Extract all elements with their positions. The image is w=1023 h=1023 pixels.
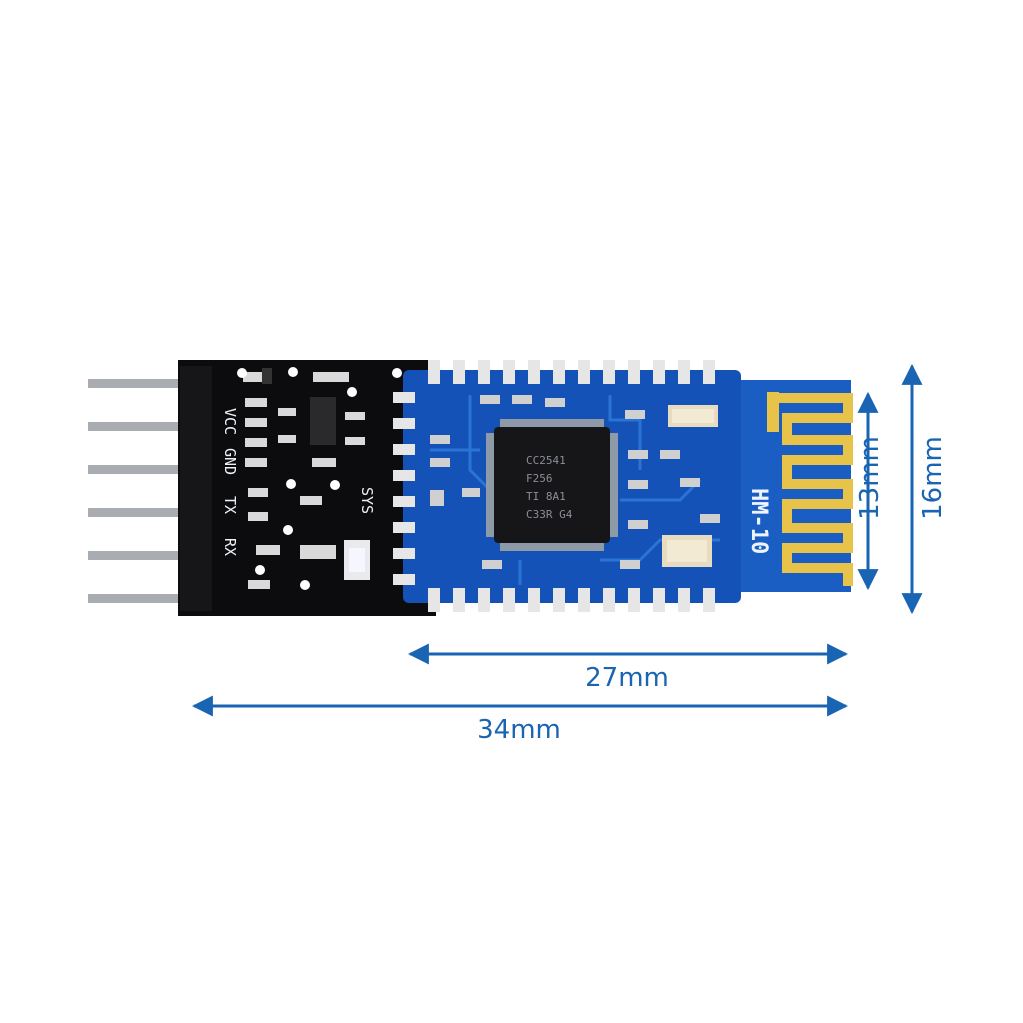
header-pin [88, 379, 196, 388]
chip-marking: CC2541 F256 TI 8A1 C33R G4 [526, 454, 573, 521]
castellated-pads [393, 360, 715, 612]
pin-label-vcc: VCC [221, 408, 239, 435]
width-outer-label: 34mm [477, 715, 561, 745]
header-pin [88, 508, 196, 517]
height-inner-label: 13mm [855, 436, 885, 520]
module-components [430, 395, 720, 569]
dimension-lines [191, 363, 923, 717]
pin-labels: VCC GND TX RX SYS [221, 408, 376, 556]
pin-label-tx: TX [221, 496, 239, 514]
header-pin [88, 551, 196, 560]
chip-line-1: CC2541 [526, 454, 566, 467]
width-inner-label: 27mm [585, 663, 669, 693]
header-pins [88, 379, 196, 603]
header-pin [88, 594, 196, 603]
pin-label-gnd: GND [221, 448, 239, 475]
carrier-components [237, 367, 402, 590]
header-pin [88, 465, 196, 474]
sys-label: SYS [358, 487, 376, 514]
pin-label-rx: RX [221, 538, 239, 556]
header-pin [88, 422, 196, 431]
pin-header-plastic [180, 366, 212, 611]
chip-line-3: TI 8A1 [526, 490, 566, 503]
height-outer-label: 16mm [918, 436, 948, 520]
chip-line-4: C33R G4 [526, 508, 573, 521]
cc2541-chip [494, 427, 610, 543]
dimension-labels: 13mm 16mm 27mm 34mm [477, 436, 948, 745]
antenna-trace [770, 393, 853, 586]
module-label: HM-10 [746, 488, 771, 554]
chip-line-2: F256 [526, 472, 553, 485]
